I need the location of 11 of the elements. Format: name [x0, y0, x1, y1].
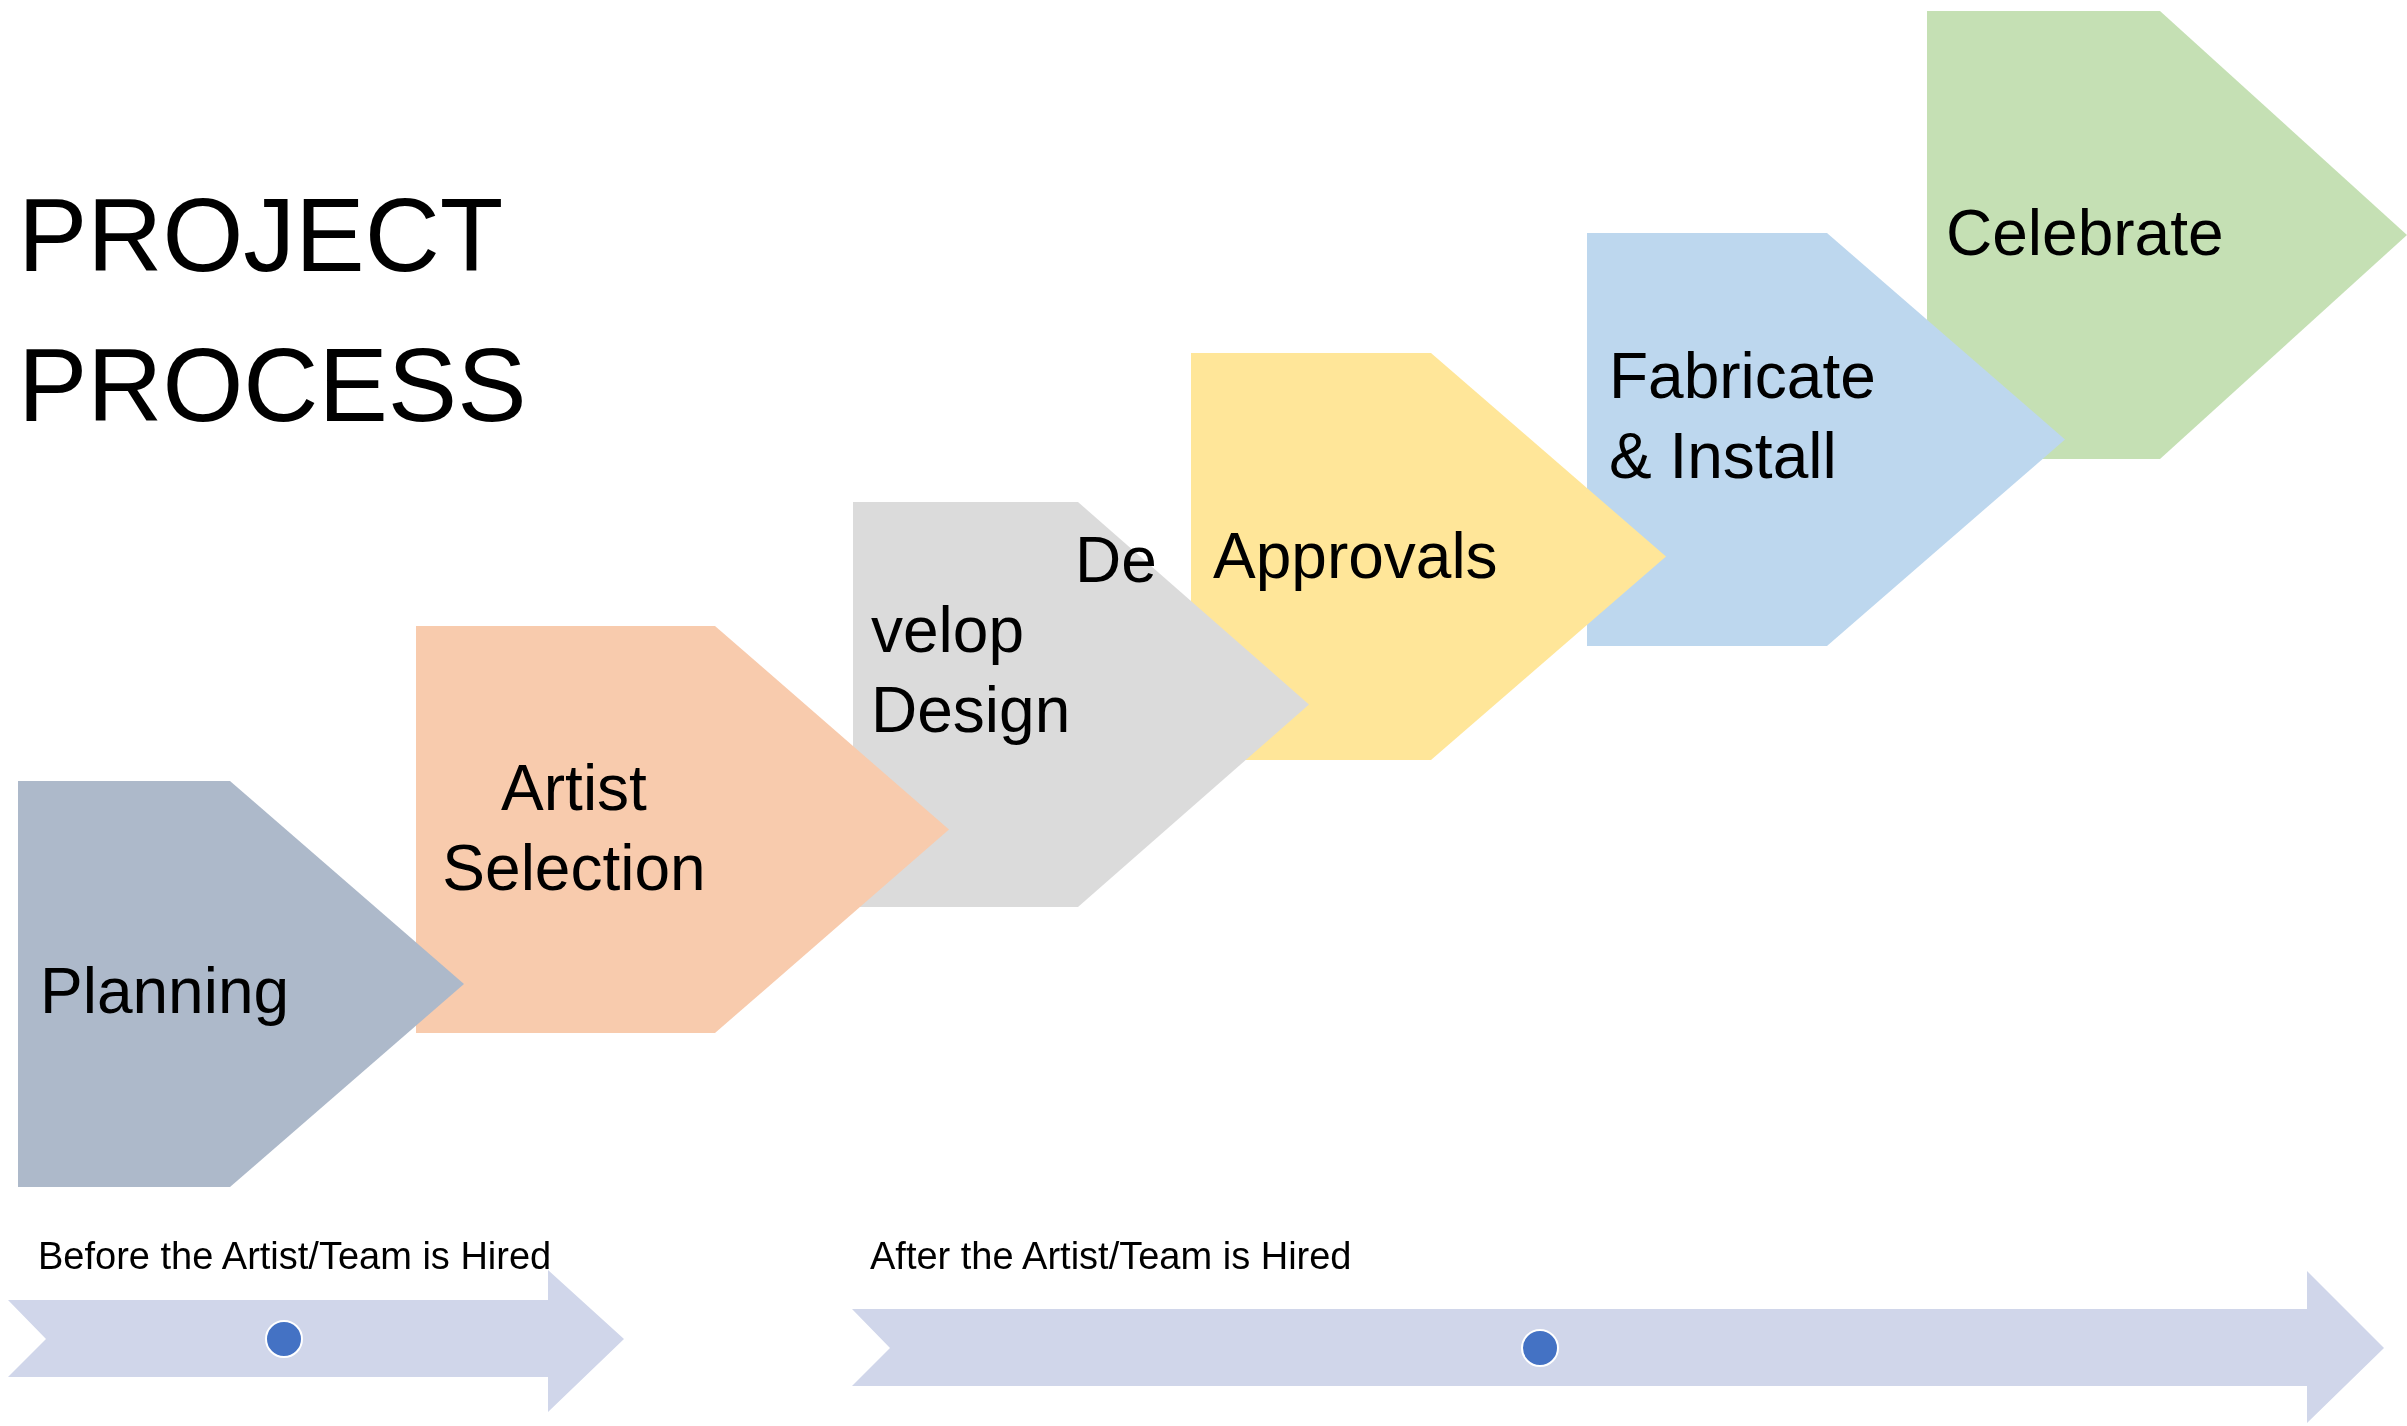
step-label: velop Design	[871, 593, 1072, 748]
step-label: Fabricate & Install	[1609, 339, 1877, 494]
process-step-panel	[1927, 11, 2407, 459]
step-label: Planning	[40, 954, 291, 1029]
step-label: Approvals	[1213, 519, 1499, 594]
phase-label: After the Artist/Team is Hired	[870, 1234, 1352, 1279]
step-label: Celebrate	[1946, 196, 2225, 271]
step-label: De	[1075, 523, 1158, 598]
phase-label: Before the Artist/Team is Hired	[38, 1234, 552, 1279]
page-title: PROJECT PROCESS	[18, 176, 528, 445]
step-label: Artist Selection	[441, 751, 707, 906]
